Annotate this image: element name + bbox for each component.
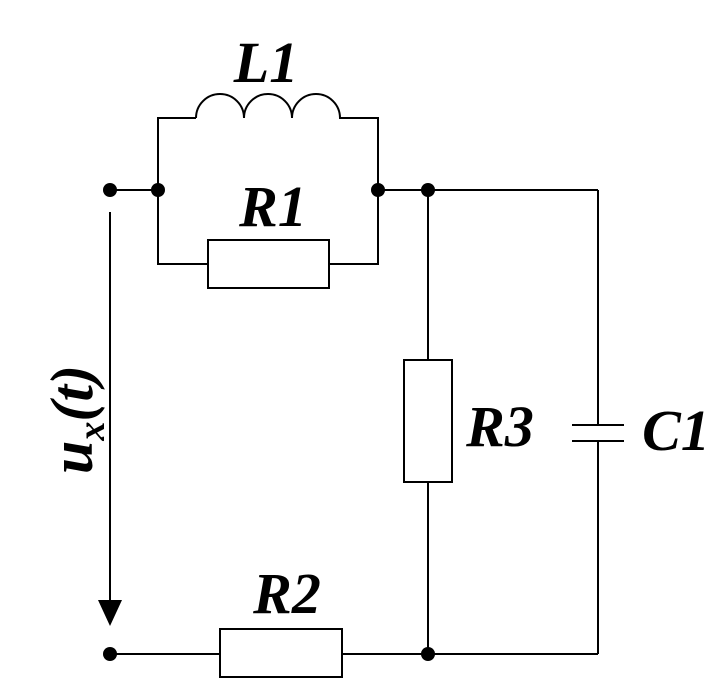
label-c1: C1 (642, 398, 710, 463)
r3-branch (403, 190, 453, 654)
voltage-arrow (98, 212, 122, 626)
terminal-bottom (103, 647, 117, 661)
label-voltage-arg: (t) (39, 365, 105, 422)
node-parallel-left (151, 183, 165, 197)
bottom-rail (110, 628, 598, 678)
inductor-l1 (195, 93, 342, 119)
resistor-r1 (207, 239, 330, 289)
node-r3-bottom (421, 647, 435, 661)
label-voltage-sub: x (71, 422, 113, 442)
label-r2: R2 (252, 561, 321, 626)
label-r1: R1 (238, 174, 307, 239)
wire-r1-branch-left (157, 190, 208, 265)
svg-text:ux(t): ux(t) (39, 365, 113, 474)
resistor-r3 (403, 359, 453, 483)
label-r3: R3 (465, 394, 534, 459)
resistor-r2 (219, 628, 343, 678)
label-voltage-main: u (39, 441, 105, 474)
terminal-top (103, 183, 117, 197)
label-voltage: ux(t) (39, 365, 113, 474)
label-l1: L1 (233, 30, 298, 95)
l1-r1-parallel-block (157, 93, 379, 289)
node-parallel-right (371, 183, 385, 197)
c1-branch (572, 190, 624, 654)
node-r3-top (421, 183, 435, 197)
voltage-arrow-head (98, 600, 122, 626)
wire-l1-branch (157, 117, 196, 190)
wire-r1-branch-right (329, 190, 379, 265)
wire-l1-branch-right (342, 117, 379, 190)
